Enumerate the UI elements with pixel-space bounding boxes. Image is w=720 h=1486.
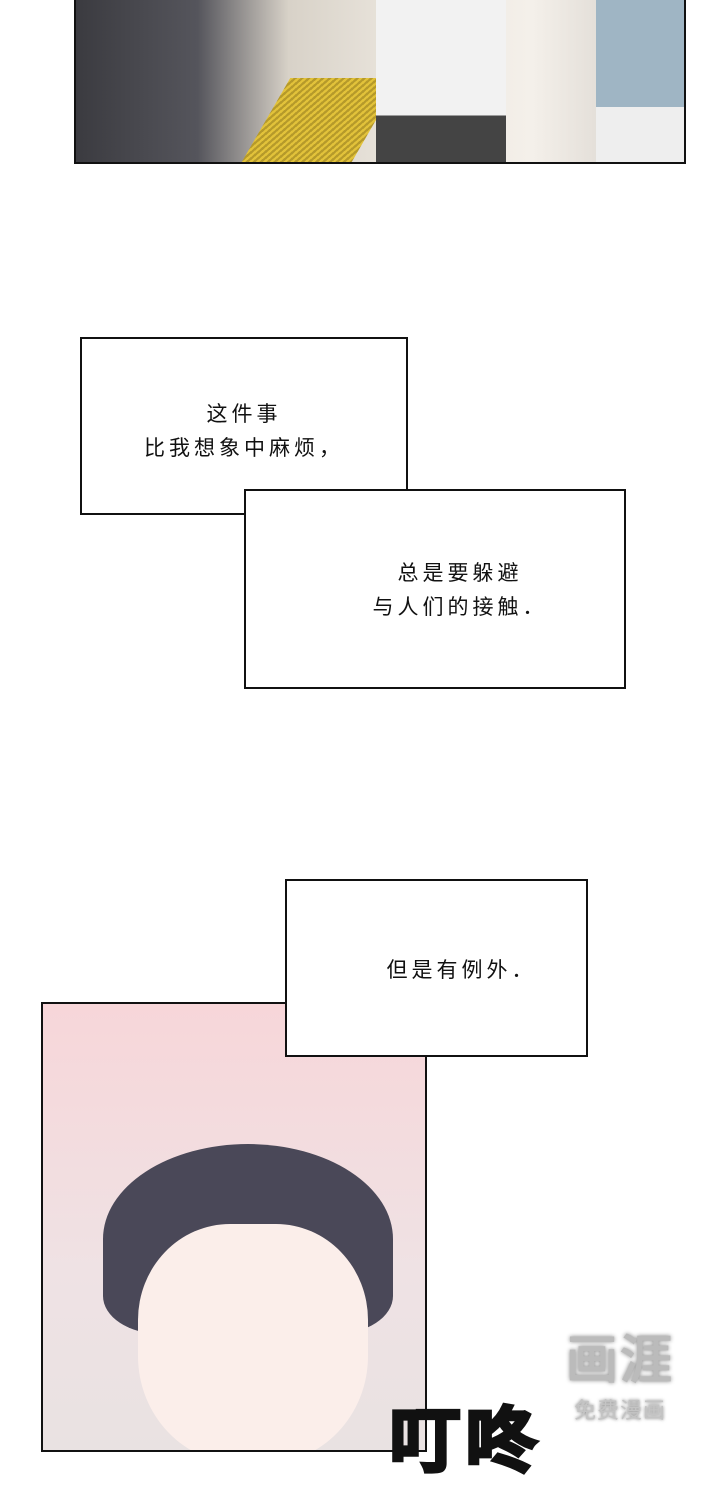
caption-line: 与人们的接触． — [372, 595, 548, 619]
watermark-subtitle: 免费漫画 — [574, 1399, 667, 1424]
caption-line: 这件事 — [206, 402, 282, 426]
character-with-bag — [596, 0, 684, 162]
caption-box-1: 这件事 比我想象中麻烦， — [80, 337, 408, 515]
comic-panel-station — [74, 0, 686, 164]
caption-line: 总是要躲避 — [397, 561, 523, 585]
caption-box-3: 但是有例外． — [285, 879, 588, 1057]
character-walking — [376, 0, 506, 162]
caption-line: 但是有例外． — [386, 958, 537, 982]
watermark-logo: 画涯 免费漫画 — [566, 1318, 674, 1425]
sound-effect: 叮咚 — [388, 1398, 542, 1484]
character-face — [138, 1224, 368, 1450]
comic-panel-portrait — [41, 1002, 427, 1452]
watermark-title: 画涯 — [566, 1331, 675, 1391]
caption-line: 比我想象中麻烦， — [144, 436, 344, 460]
caption-box-2: 总是要躲避 与人们的接触． — [244, 489, 626, 689]
